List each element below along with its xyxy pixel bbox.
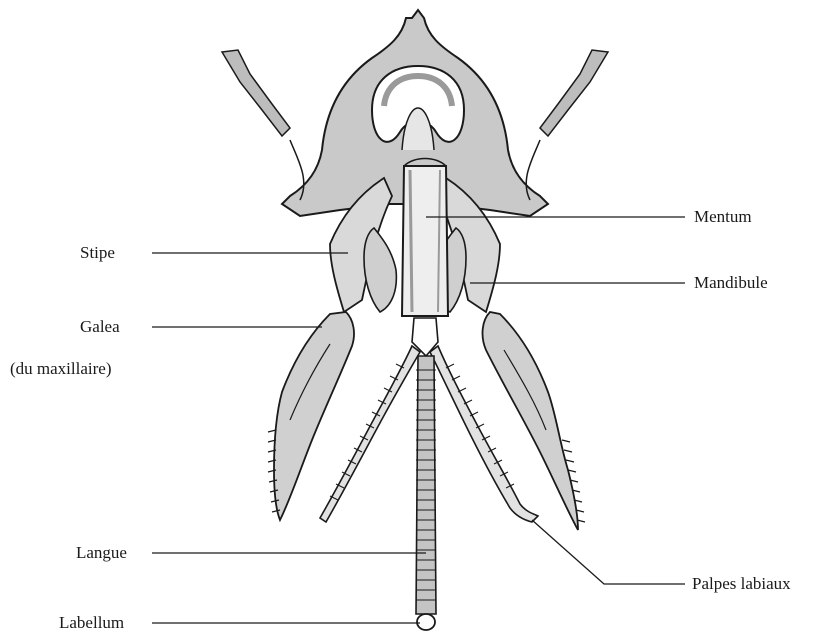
label-palpes-labiaux: Palpes labiaux [692, 575, 791, 592]
labrum [372, 66, 464, 150]
right-antenna [540, 50, 608, 136]
label-langue: Langue [76, 544, 127, 561]
left-mandible [364, 228, 396, 312]
labellum [417, 614, 435, 630]
label-galea: Galea [80, 318, 120, 335]
tongue [416, 356, 436, 614]
label-stipe: Stipe [80, 244, 115, 261]
left-antenna [222, 50, 290, 136]
label-galea-note: (du maxillaire) [10, 360, 112, 377]
right-galea [483, 312, 585, 530]
leader-line-palpes-labiaux [532, 520, 685, 584]
label-mandibule: Mandibule [694, 274, 768, 291]
label-mentum: Mentum [694, 208, 752, 225]
label-labellum: Labellum [59, 614, 124, 631]
mentum [402, 159, 448, 317]
